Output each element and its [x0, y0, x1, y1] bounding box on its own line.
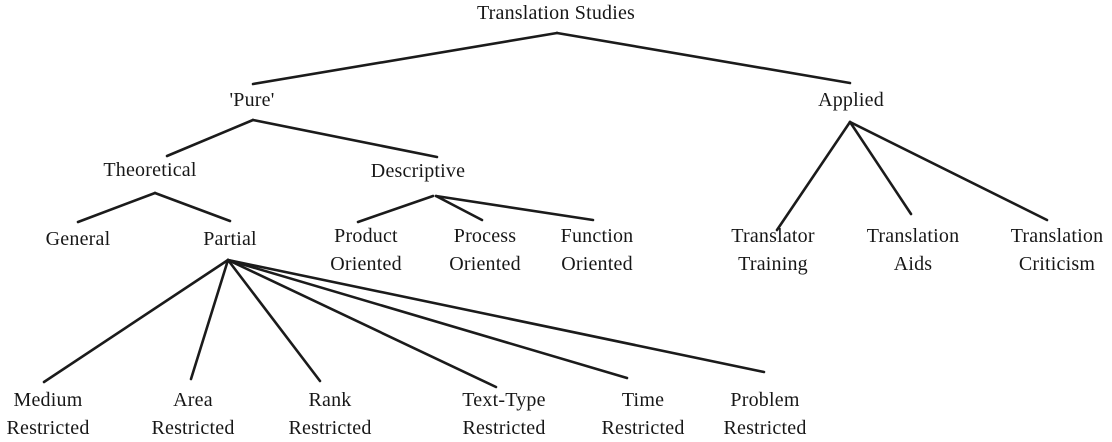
node-area-restricted: Area Restricted [151, 389, 235, 439]
node-text-type-restricted: Text-Type Restricted [462, 389, 546, 439]
edge-descriptive-function [434, 194, 595, 222]
edge-theoretical-general [76, 191, 157, 224]
node-general: General [45, 228, 111, 250]
edge-partial-problem [226, 258, 766, 374]
edge-descriptive-product [356, 194, 435, 224]
edge-descriptive-process [434, 194, 484, 222]
node-process-oriented: Process Oriented [449, 225, 521, 275]
node-descriptive: Descriptive [370, 160, 466, 182]
node-translation-criticism: Translation Criticism [1010, 225, 1104, 275]
edge-partial-medium [42, 258, 230, 384]
node-medium-restricted: Medium Restricted [6, 389, 90, 439]
node-translation-aids: Translation Aids [866, 225, 960, 275]
node-theoretical: Theoretical [103, 159, 197, 181]
node-time-restricted: Time Restricted [601, 389, 685, 439]
node-problem-restricted: Problem Restricted [723, 389, 807, 439]
edge-applied-translation-criticism [848, 120, 1049, 222]
edge-partial-time [226, 258, 629, 380]
edge-root-pure [251, 31, 559, 86]
edge-pure-theoretical [165, 118, 255, 158]
node-pure: 'Pure' [229, 89, 275, 111]
node-translator-training: Translator Training [731, 225, 815, 275]
node-function-oriented: Function Oriented [560, 225, 634, 275]
node-translation-studies: Translation Studies [476, 2, 636, 24]
node-rank-restricted: Rank Restricted [288, 389, 372, 439]
edge-theoretical-partial [153, 191, 232, 223]
edge-partial-text-type [226, 258, 498, 389]
edge-applied-translator-training [775, 120, 852, 232]
edge-pure-descriptive [251, 118, 439, 159]
node-product-oriented: Product Oriented [330, 225, 402, 275]
node-partial: Partial [203, 228, 257, 250]
edge-partial-rank [226, 258, 322, 383]
edge-root-applied [555, 31, 852, 85]
edge-partial-area [189, 258, 230, 381]
node-applied: Applied [818, 89, 884, 111]
edge-applied-translation-aids [848, 120, 913, 216]
